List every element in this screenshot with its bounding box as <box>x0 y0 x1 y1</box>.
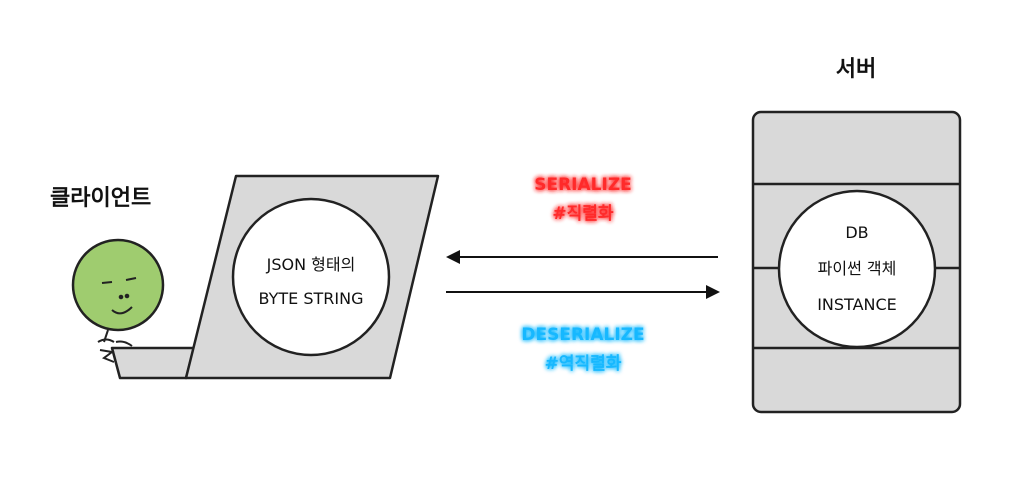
serialize-label: SERIALIZE <box>534 175 632 195</box>
serialize-arrow <box>446 250 718 264</box>
stick-figure-person-icon <box>71 238 165 363</box>
server-title: 서버 <box>836 57 876 82</box>
deserialize-arrow <box>446 285 720 299</box>
serialize-tag: #직렬화 <box>552 203 614 224</box>
laptop-base <box>110 346 196 380</box>
deserialize-label: DESERIALIZE <box>521 325 644 345</box>
client-text-line-2: BYTE STRING <box>259 289 364 308</box>
client-text-line-1: JSON 형태의 <box>266 255 356 274</box>
client-data-circle <box>231 197 391 357</box>
server-data-circle <box>777 189 937 349</box>
server-text-line-1: DB <box>845 223 868 242</box>
person-head <box>71 238 165 332</box>
server-text-line-3: INSTANCE <box>817 295 897 314</box>
client-title: 클라이언트 <box>50 186 151 211</box>
deserialize-tag: #역직렬화 <box>545 353 622 374</box>
server-text-line-2: 파이썬 객체 <box>818 259 897 278</box>
